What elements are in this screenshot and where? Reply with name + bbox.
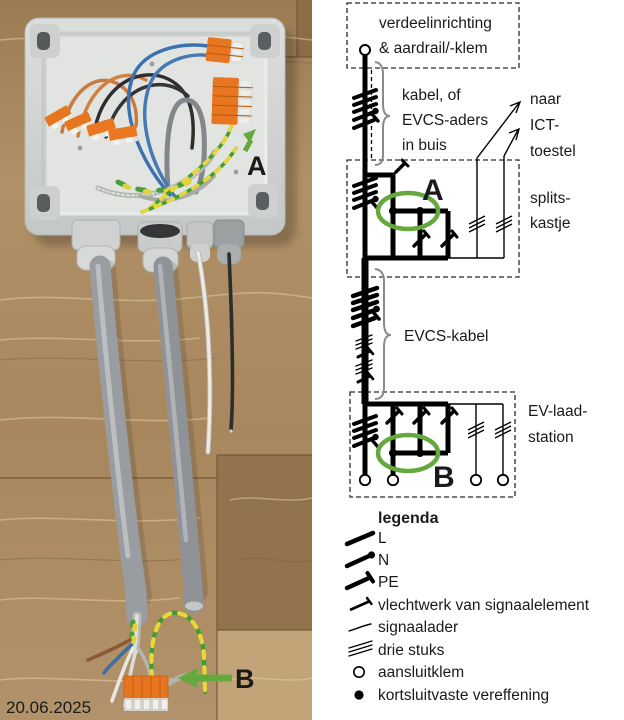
cable-label-1: kabel, of	[402, 87, 461, 104]
verdeelinrichting-box	[346, 2, 520, 69]
annotation-arrow-b	[178, 668, 232, 688]
signal-wire-icon	[348, 623, 372, 632]
wago-connector-5pole	[211, 77, 253, 125]
legend: legenda L N PE vlechtwerk van signaalele…	[344, 510, 590, 704]
bond-node	[416, 207, 424, 215]
cable-end-connector-b	[86, 610, 208, 711]
gray-cable-middle	[153, 256, 204, 614]
top-box-label-2: & aardrail/-klem	[379, 40, 488, 57]
legend-item-label: drie stuks	[378, 642, 445, 659]
legend-item-label: kortsluitvaste vereffening	[378, 687, 549, 704]
braces	[374, 61, 392, 400]
photo-label-b: B	[235, 664, 255, 694]
cable-label-3: in buis	[402, 137, 447, 154]
pe-conductor-icon	[344, 571, 375, 591]
wago-connectors-left	[44, 105, 139, 146]
highlight-ellipse-b	[375, 432, 441, 474]
cables	[89, 249, 235, 627]
wago-connector-3pole	[205, 37, 245, 64]
bond-node	[389, 449, 397, 457]
legend-item-label: N	[378, 552, 389, 569]
highlight-ellipse-a	[375, 190, 441, 232]
schematic-label-a: A	[422, 174, 444, 207]
three-pieces-icon	[348, 640, 373, 657]
bond-icon	[354, 690, 364, 700]
bond-node	[389, 207, 397, 215]
braid-icon	[349, 596, 373, 611]
splits-label-1: splits-	[530, 190, 570, 207]
ict-arrows	[476, 100, 522, 159]
photo-label-a: A	[247, 151, 267, 181]
circuit-diagram: verdeelinrichting & aardrail/-klem kabel…	[344, 2, 590, 704]
splits-label-2: kastje	[530, 215, 571, 232]
ict-label-2: ICT-	[530, 117, 559, 134]
schematic-label-b: B	[433, 461, 455, 494]
cable-label-2: EVCS-aders	[402, 112, 488, 129]
evcs-label: EVCS-kabel	[404, 328, 488, 345]
l-conductor-icon	[344, 530, 376, 547]
ev-laadstation-box	[349, 391, 516, 498]
legend-item-label: aansluitklem	[378, 664, 464, 681]
junction-box-photo: A B 20.06.2025	[0, 0, 312, 720]
bond-node	[416, 449, 424, 457]
date-label: 20.06.2025	[6, 698, 91, 717]
legend-item-label: L	[378, 530, 387, 547]
top-box-label-1: verdeelinrichting	[379, 15, 492, 32]
corner-screw-pockets	[30, 24, 280, 220]
legend-item-label: PE	[378, 574, 399, 591]
legend-title: legenda	[378, 510, 439, 527]
ict-label-3: toestel	[530, 143, 576, 160]
top-terminal	[359, 44, 371, 56]
n-conductor-icon	[344, 551, 376, 569]
ev-label-1: EV-laad-	[528, 403, 587, 420]
black-thin-wire	[227, 252, 235, 432]
ict-label-1: naar	[530, 91, 561, 108]
conductor-hatch-groups	[350, 88, 381, 449]
legend-item-label: vlechtwerk van signaalelement	[378, 597, 590, 614]
terminals	[358, 473, 510, 487]
legend-item-label: signaalader	[378, 619, 458, 636]
terminal-icon	[352, 665, 365, 678]
main-line	[361, 55, 373, 475]
ev-label-2: station	[528, 429, 574, 446]
annotation-arrow-a	[242, 129, 256, 153]
